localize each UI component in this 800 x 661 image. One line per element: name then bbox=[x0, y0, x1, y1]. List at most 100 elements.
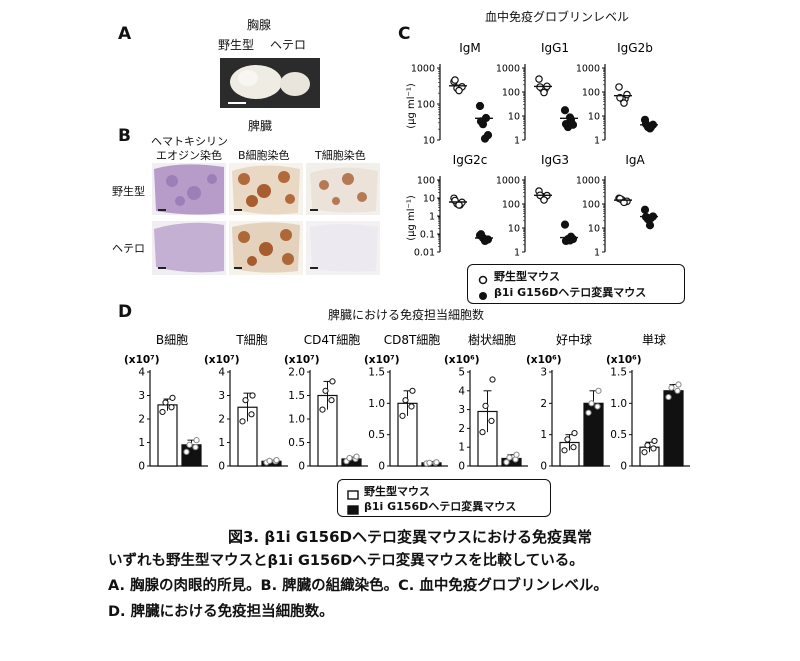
wt-data-point bbox=[169, 394, 176, 401]
y-tick-label: 0 bbox=[138, 461, 145, 473]
het-data-point bbox=[565, 113, 575, 122]
panel-b-row-het: ヘテロ bbox=[112, 242, 145, 255]
thymus-photo bbox=[220, 58, 320, 108]
het-data-point bbox=[503, 459, 510, 466]
wt-data-point bbox=[620, 99, 628, 107]
y-tick-label: 1 bbox=[458, 442, 465, 454]
het-data-point bbox=[183, 448, 190, 456]
panel-b-letter: B bbox=[118, 126, 131, 146]
het-data-point bbox=[513, 451, 520, 458]
legend-open-circle-icon bbox=[478, 270, 488, 289]
panel-b-row-wt: 野生型 bbox=[112, 185, 145, 198]
panel-a-title: 胸腺 bbox=[247, 18, 272, 32]
het-data-point bbox=[675, 381, 682, 388]
het-data-point bbox=[346, 454, 353, 462]
wt-data-point bbox=[561, 447, 568, 454]
y-tick-label: 1.5 bbox=[368, 367, 385, 379]
immunoglobulin-charts: IgM100010010IgG11000100101IgG2b100010010… bbox=[411, 41, 658, 259]
y-tick-label: 3 bbox=[458, 404, 465, 416]
svg-text:(μg ml⁻¹): (μg ml⁻¹) bbox=[406, 83, 417, 129]
wt-data-point bbox=[329, 378, 336, 385]
wt-data-point bbox=[489, 376, 496, 383]
y-tick-label: 5 bbox=[458, 367, 465, 379]
y-tick-label: 0 bbox=[458, 461, 465, 473]
wt-data-point bbox=[488, 417, 495, 424]
y-tick-label: 0.01 bbox=[414, 248, 435, 259]
panel-a-wt-label: 野生型 bbox=[218, 38, 255, 52]
y-tick-label: 0 bbox=[620, 461, 627, 473]
cell-chart-3: CD8T細胞(x10⁷)1.51.00.50 bbox=[364, 333, 448, 472]
y-tick-label: 0.1 bbox=[420, 230, 435, 241]
wt-data-point bbox=[168, 404, 175, 411]
wt-data-point bbox=[479, 429, 486, 436]
het-data-point bbox=[645, 124, 655, 133]
panel-c-legend-het: β1i G156Dヘテロ変異マウス bbox=[494, 286, 647, 299]
wt-data-point bbox=[319, 406, 326, 413]
wt-data-point bbox=[540, 88, 548, 97]
het-data-point bbox=[568, 120, 578, 129]
het-data-point bbox=[186, 441, 193, 448]
immune-cell-bar-charts: B細胞(x10⁷)43210T細胞(x10⁷)43210CD4T細胞(x10⁷)… bbox=[124, 332, 690, 473]
het-data-point bbox=[594, 403, 601, 410]
het-bar bbox=[663, 390, 684, 467]
wt-data-point bbox=[322, 387, 329, 394]
cell-chart-unit: (x10⁶) bbox=[606, 354, 642, 366]
cell-chart-6: 単球(x10⁶)1.51.00.50 bbox=[606, 333, 690, 472]
legend-white-bar-icon bbox=[347, 485, 359, 504]
y-tick-label: 10 bbox=[508, 224, 520, 235]
spleen-histology-grid bbox=[152, 163, 380, 275]
wt-data-point bbox=[455, 86, 463, 95]
wt-data-point bbox=[615, 83, 623, 91]
wt-data-point bbox=[239, 418, 246, 425]
y-tick-label: 2.0 bbox=[288, 367, 305, 379]
panel-a-het-label: ヘテロ bbox=[270, 38, 307, 52]
het-data-point bbox=[595, 387, 602, 394]
y-tick-label: 2 bbox=[218, 414, 225, 426]
y-tick-label: 4 bbox=[458, 385, 465, 397]
het-data-point bbox=[192, 444, 199, 451]
het-data-point bbox=[665, 393, 672, 401]
cell-chart-title: 単球 bbox=[642, 333, 666, 347]
y-tick-label: 100 bbox=[502, 88, 520, 99]
y-tick-label: 1 bbox=[594, 248, 600, 259]
y-tick-label: 1.5 bbox=[288, 390, 305, 402]
y-tick-label: 1 bbox=[218, 437, 225, 449]
ig-chart-title: IgA bbox=[625, 153, 645, 167]
y-tick-label: 1000 bbox=[576, 176, 600, 187]
het-data-point bbox=[585, 409, 592, 416]
y-tick-label: 100 bbox=[582, 88, 600, 99]
wt-data-point bbox=[328, 397, 335, 404]
y-tick-label: 0 bbox=[218, 461, 225, 473]
y-tick-label: 3 bbox=[138, 390, 145, 402]
y-tick-label: 3 bbox=[218, 390, 225, 402]
het-data-point bbox=[668, 384, 675, 391]
cell-chart-unit: (x10⁶) bbox=[526, 354, 562, 366]
y-tick-label: 10 bbox=[423, 136, 435, 147]
y-tick-label: 1.0 bbox=[610, 398, 627, 410]
y-tick-label: 0 bbox=[298, 461, 305, 473]
y-tick-label: 0.5 bbox=[368, 429, 385, 441]
het-data-point bbox=[433, 459, 440, 466]
het-data-point bbox=[426, 459, 433, 466]
figure-caption-line3: D. 脾臓における免疫担当細胞数。 bbox=[108, 604, 334, 620]
y-tick-label: 100 bbox=[417, 176, 435, 187]
ig-chart-title: IgG2b bbox=[617, 41, 653, 55]
wt-data-point bbox=[162, 399, 169, 406]
het-data-point bbox=[560, 106, 570, 115]
y-tick-label: 1 bbox=[514, 136, 520, 147]
panel-d-legend: 野生型マウス β1i G156Dヘテロ変異マウス bbox=[337, 479, 551, 517]
panel-b-title: 脾臓 bbox=[248, 119, 273, 133]
het-data-point bbox=[640, 205, 650, 214]
panel-c-letter: C bbox=[398, 24, 411, 44]
figure-caption-title: 図3. β1i G156Dヘテロ変異マウスにおける免疫異常 bbox=[228, 528, 592, 546]
y-tick-label: 1.0 bbox=[368, 398, 385, 410]
panel-c-title: 血中免疫グロブリンレベル bbox=[485, 10, 630, 24]
ig-chart-title: IgG2c bbox=[453, 153, 488, 167]
wt-data-point bbox=[650, 445, 657, 452]
y-tick-label: 1 bbox=[138, 437, 145, 449]
panel-a-letter: A bbox=[118, 24, 132, 44]
wt-data-point bbox=[651, 437, 658, 445]
